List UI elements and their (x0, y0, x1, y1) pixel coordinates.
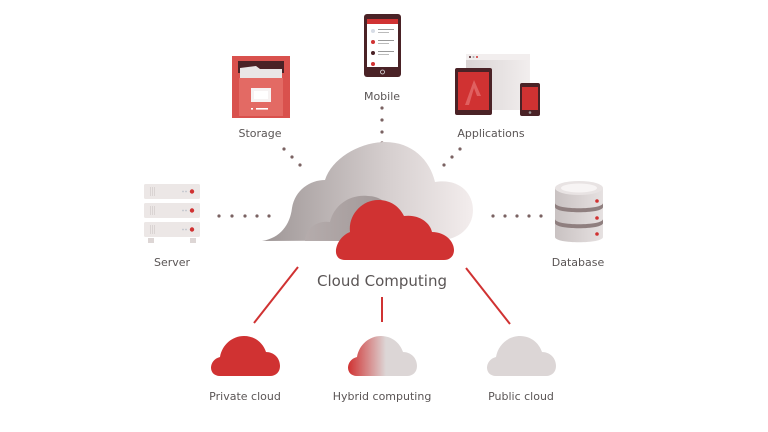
public-cloud-label: Public cloud (488, 390, 554, 403)
storage-label: Storage (238, 127, 282, 140)
public-cloud-icon (487, 336, 556, 376)
hybrid-computing-label: Hybrid computing (332, 390, 432, 403)
private-cloud-label: Private cloud (209, 390, 281, 403)
server-label: Server (153, 256, 191, 269)
applications-label: Applications (457, 127, 525, 140)
private-cloud-icon (211, 336, 280, 376)
connector-applications (442, 147, 462, 167)
central-cloud-icon (262, 142, 473, 260)
connector-private (253, 266, 299, 324)
connector-server (217, 214, 271, 218)
file-cabinet-icon (232, 56, 290, 118)
connector-database (491, 214, 543, 218)
database-label: Database (551, 256, 605, 269)
connector-mobile (380, 106, 384, 145)
connector-public (465, 267, 511, 325)
connector-storage (282, 147, 302, 167)
mobile-label: Mobile (363, 90, 401, 103)
smartphone-icon (364, 14, 401, 77)
database-icon (555, 181, 603, 243)
hybrid-cloud-icon (348, 336, 417, 376)
devices-icon (455, 54, 540, 116)
server-rack-icon (144, 184, 200, 243)
diagram-title: Cloud Computing (317, 272, 447, 290)
